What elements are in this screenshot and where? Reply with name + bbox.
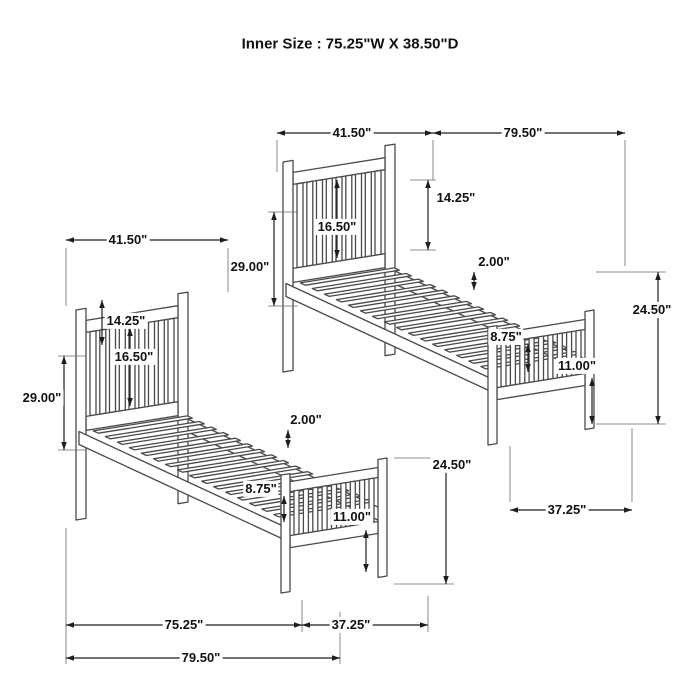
dim-lower-headboard-height: 29.00" — [20, 389, 64, 407]
dim-upper-headboard-panel: 16.50" — [315, 218, 359, 236]
dim-upper-headboard-height: 29.00" — [228, 258, 272, 276]
dim-lower-footboard-width: 37.25" — [329, 616, 373, 634]
dim-upper-footboard-width: 37.25" — [545, 501, 589, 519]
dim-lower-headboard-top: 14.25" — [104, 312, 148, 330]
dim-upper-slat-thickness: 2.00" — [476, 253, 512, 271]
dim-upper-footboard-height: 24.50" — [630, 301, 674, 319]
dim-upper-headboard-width: 41.50" — [330, 124, 374, 142]
dim-upper-headboard-top: 14.25" — [434, 189, 478, 207]
dim-lower-footboard-leg: 11.00" — [331, 508, 373, 526]
dim-lower-headboard-width: 41.50" — [106, 231, 150, 249]
dim-lower-slat-thickness: 2.00" — [288, 411, 324, 429]
dim-lower-footboard-height: 24.50" — [430, 456, 474, 474]
dim-lower-inner-length: 75.25" — [162, 616, 206, 634]
dim-lower-headboard-panel: 16.50" — [112, 348, 156, 366]
dim-upper-footboard-leg: 11.00" — [556, 357, 598, 375]
dim-lower-total-length: 79.50" — [179, 649, 223, 667]
dim-upper-footboard-panel: 8.75" — [488, 328, 524, 346]
dim-lower-footboard-panel: 8.75" — [243, 480, 279, 498]
diagram-title: Inner Size : 75.25"W X 38.50"D — [241, 35, 459, 53]
dim-upper-length: 79.50" — [501, 124, 545, 142]
